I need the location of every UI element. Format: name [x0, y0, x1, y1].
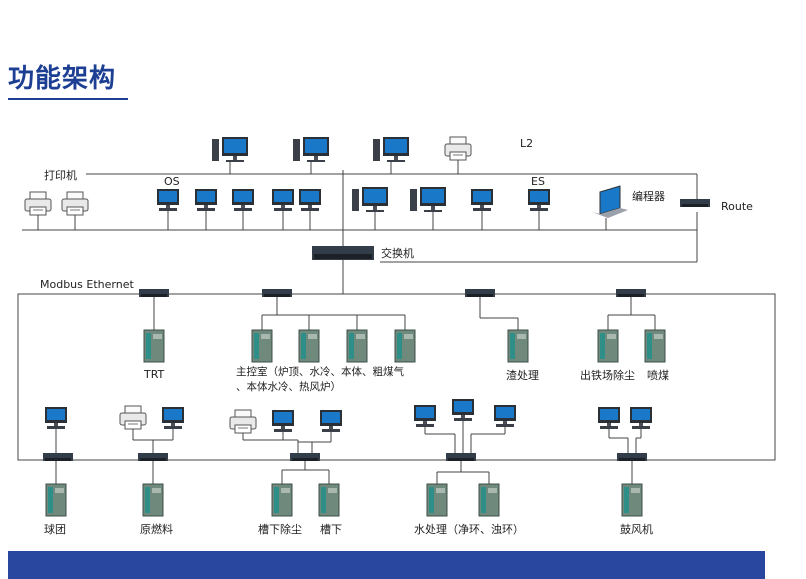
ring-switch-icon — [616, 289, 646, 297]
blower-computer-icon — [630, 407, 652, 429]
printer-label: 打印机 — [44, 168, 77, 182]
switch-label: 交换机 — [381, 246, 414, 260]
trough-printer-icon — [229, 409, 257, 434]
os-computer-icon — [272, 189, 294, 211]
raw-fuel-plc-icon — [142, 483, 164, 517]
os-label: OS — [164, 175, 180, 188]
water-computer-icon — [494, 405, 516, 427]
ring-switch-icon — [262, 289, 292, 297]
trough-label: 槽下 — [320, 523, 342, 536]
blower-computer-icon — [598, 407, 620, 429]
ring-switch-icon — [138, 453, 168, 461]
l2-computer-icon — [212, 137, 248, 162]
ring-switch-icon — [446, 453, 476, 461]
l2-printer-icon — [444, 136, 472, 161]
main-control-plc-icon — [251, 329, 273, 363]
water-plc-icon — [478, 483, 500, 517]
trt-label: TRT — [143, 368, 165, 381]
main-control-plc-icon — [346, 329, 368, 363]
blower-label: 鼓风机 — [620, 522, 653, 536]
modbus-ring — [17, 293, 776, 461]
ring-switch-icon — [617, 453, 647, 461]
os-computer-icon — [299, 189, 321, 211]
printer-icon — [24, 191, 52, 216]
route-label: Route — [721, 200, 753, 213]
pellet-computer-icon — [45, 407, 67, 429]
coal-injection-label: 喷煤 — [647, 369, 669, 382]
blower-plc-icon — [621, 483, 643, 517]
laptop-icon — [592, 185, 628, 218]
os-computer-icon — [195, 189, 217, 211]
es-computer-icon — [528, 189, 550, 211]
es-label: ES — [531, 175, 545, 188]
footer-band — [8, 551, 765, 579]
l2-computer-icon — [293, 137, 329, 162]
trt-plc-icon — [143, 329, 165, 363]
trough-dust-plc-icon — [271, 483, 293, 517]
os-computer-icon — [471, 189, 493, 211]
trough-dust-label: 槽下除尘 — [258, 522, 302, 536]
slag-plc-icon — [507, 329, 529, 363]
l2-label: L2 — [520, 137, 533, 150]
l2-computer-icon — [373, 137, 409, 162]
slag-label: 渣处理 — [506, 368, 539, 382]
modbus-label: Modbus Ethernet — [40, 278, 134, 291]
raw-fuel-label: 原燃料 — [140, 522, 173, 536]
main-control-plc-icon — [394, 329, 416, 363]
tapping-dust-label: 出铁场除尘 — [580, 368, 635, 382]
water-computer-icon — [414, 405, 436, 427]
os-computer-icon — [232, 189, 254, 211]
raw-fuel-printer-icon — [119, 405, 147, 430]
water-treatment-label: 水处理（净环、浊环） — [414, 522, 524, 536]
pellet-label: 球团 — [44, 522, 66, 536]
router-icon — [680, 199, 710, 207]
ring-switch-icon — [290, 453, 320, 461]
trough-plc-icon — [318, 483, 340, 517]
ring-switch-icon — [465, 289, 495, 297]
tapping-dust-plc-icon — [597, 329, 619, 363]
water-computer-icon — [452, 399, 474, 421]
trough-computer-icon — [320, 410, 342, 432]
programmer-label: 编程器 — [632, 189, 665, 203]
main-control-label: 主控室（炉顶、水冷、本体、粗煤气 — [236, 365, 404, 378]
coal-injection-plc-icon — [644, 329, 666, 363]
main-control-plc-icon — [298, 329, 320, 363]
ring-switch-icon — [139, 289, 169, 297]
os-computer-icon — [352, 187, 388, 212]
core-switch-icon — [312, 246, 374, 260]
printer-icon — [61, 191, 89, 216]
water-plc-icon — [426, 483, 448, 517]
trough-computer-icon — [272, 410, 294, 432]
ring-switch-icon — [43, 453, 73, 461]
main-control-label-2: 、本体水冷、热风炉） — [236, 380, 341, 393]
raw-fuel-computer-icon — [162, 407, 184, 429]
title-underline — [8, 98, 128, 100]
os-computer-icon — [410, 187, 446, 212]
page-title: 功能架构 — [8, 64, 117, 94]
pellet-plc-icon — [45, 483, 67, 517]
os-computer-icon — [157, 189, 179, 211]
